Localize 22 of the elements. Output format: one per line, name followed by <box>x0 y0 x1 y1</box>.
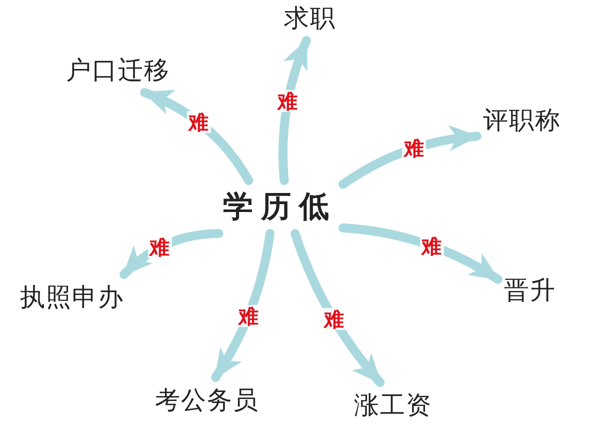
curved-arrow <box>140 88 254 185</box>
curved-arrow <box>338 126 482 189</box>
outcome-label: 晋升 <box>498 268 562 312</box>
edge-label: 难 <box>148 236 172 258</box>
edge-label: 难 <box>236 305 260 328</box>
edge-label: 难 <box>402 137 426 160</box>
outcome-label: 考公务员 <box>149 378 265 422</box>
edge-label: 难 <box>322 308 346 330</box>
edge-label: 难 <box>186 110 211 133</box>
curved-arrow <box>290 229 385 387</box>
curved-arrow <box>120 229 224 279</box>
edge-label: 难 <box>276 90 300 112</box>
central-topic: 学历低 <box>217 180 343 234</box>
curved-arrow <box>211 229 274 382</box>
outcome-label: 求职 <box>278 0 342 40</box>
outcome-label: 执照申办 <box>14 274 130 320</box>
outcome-label: 户口迁移 <box>60 48 176 92</box>
edge-label: 难 <box>420 234 444 257</box>
outcome-label: 涨工资 <box>348 382 438 428</box>
curved-arrow <box>338 223 502 284</box>
outcome-label: 评职称 <box>477 98 567 142</box>
curved-arrow <box>278 36 311 185</box>
